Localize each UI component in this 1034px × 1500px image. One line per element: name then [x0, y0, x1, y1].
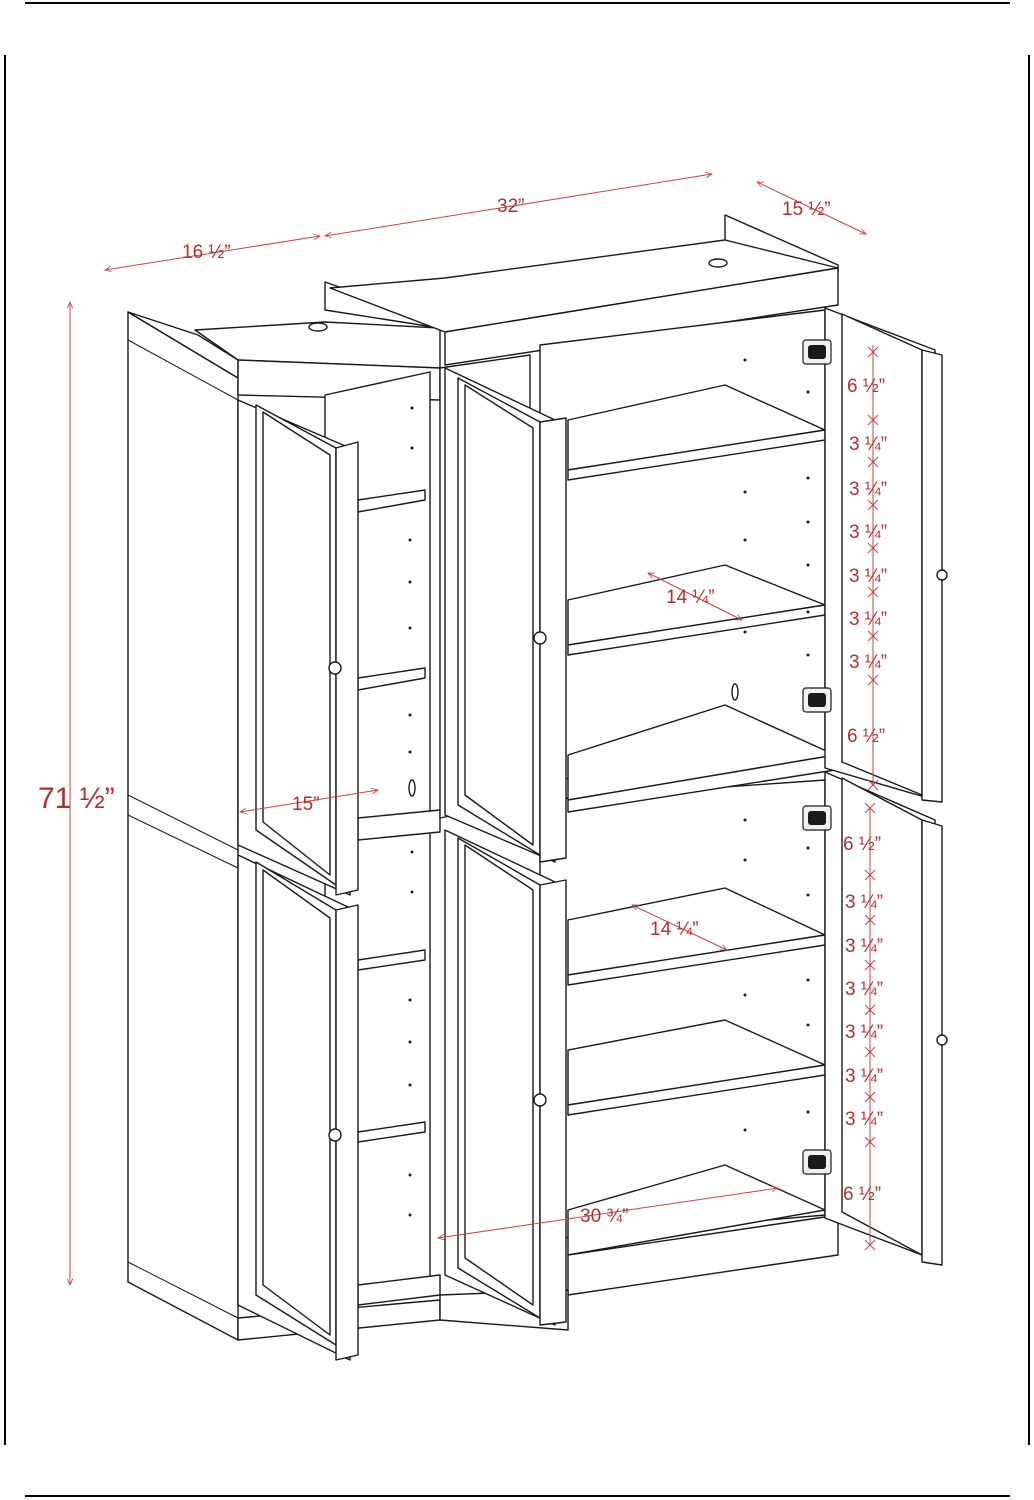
spacing-tick [867, 630, 879, 642]
upper-spacing-label: 3 ¼” [849, 652, 887, 673]
left-cabinet [127, 281, 441, 1361]
spacing-tick [864, 1046, 876, 1058]
overall-width-label: 32” [497, 196, 524, 217]
hinge-icon [802, 805, 832, 831]
spacing-tick [867, 674, 879, 686]
upper-spacing-label: 3 ¼” [849, 566, 887, 587]
dimension-lines [70, 174, 879, 1285]
spacing-tick [864, 1091, 876, 1103]
upper-spacing-label: 3 ¼” [849, 434, 887, 455]
upper-spacing-label: 3 ¼” [849, 522, 887, 543]
spacing-tick [864, 914, 876, 926]
spacing-tick [864, 1136, 876, 1148]
height-label: 71 ½” [38, 782, 115, 815]
hinge-icon [802, 687, 832, 713]
hinge-icon [802, 1149, 832, 1175]
spacing-tick [864, 869, 876, 881]
spacing-tick [864, 959, 876, 971]
upper-shelf-width-label: 14 ¼” [666, 587, 715, 608]
upper-spacing-label: 6 ½” [847, 376, 885, 397]
bottom-inner-width-label: 30 ¾” [580, 1206, 629, 1227]
lower-spacing-label: 3 ¼” [845, 892, 883, 913]
lower-spacing-label: 6 ½” [843, 834, 881, 855]
dimension-labels: 32” 15 ½” 16 ½” 71 ½” 15” 14 ¼” 14 ¼” 30… [38, 196, 887, 1227]
lower-spacing-label: 6 ½” [843, 1184, 881, 1205]
depth-label: 15 ½” [782, 199, 831, 220]
upper-spacing-label: 3 ¼” [849, 609, 887, 630]
lower-spacing-label: 3 ¼” [845, 936, 883, 957]
lower-shelf-width-label: 14 ¼” [650, 919, 699, 940]
spacing-tick [864, 802, 876, 814]
upper-spacing-label: 3 ¼” [849, 479, 887, 500]
hinge-icon [802, 339, 832, 365]
spacing-tick [867, 414, 879, 426]
upper-spacing-label: 6 ½” [847, 726, 885, 747]
lower-spacing-label: 3 ¼” [845, 979, 883, 1000]
spacing-tick [867, 779, 879, 791]
spacing-tick [867, 586, 879, 598]
spacing-tick [867, 456, 879, 468]
spacing-tick [867, 346, 879, 358]
spacing-tick [867, 499, 879, 511]
spacing-tick [864, 1004, 876, 1016]
left-door-width-label: 15” [292, 794, 319, 815]
lower-spacing-label: 3 ¼” [845, 1109, 883, 1130]
lower-spacing-label: 3 ¼” [845, 1066, 883, 1087]
spacing-tick [867, 542, 879, 554]
lower-spacing-label: 3 ¼” [845, 1022, 883, 1043]
spacing-tick [864, 1239, 876, 1251]
left-width-label: 16 ½” [182, 242, 231, 263]
